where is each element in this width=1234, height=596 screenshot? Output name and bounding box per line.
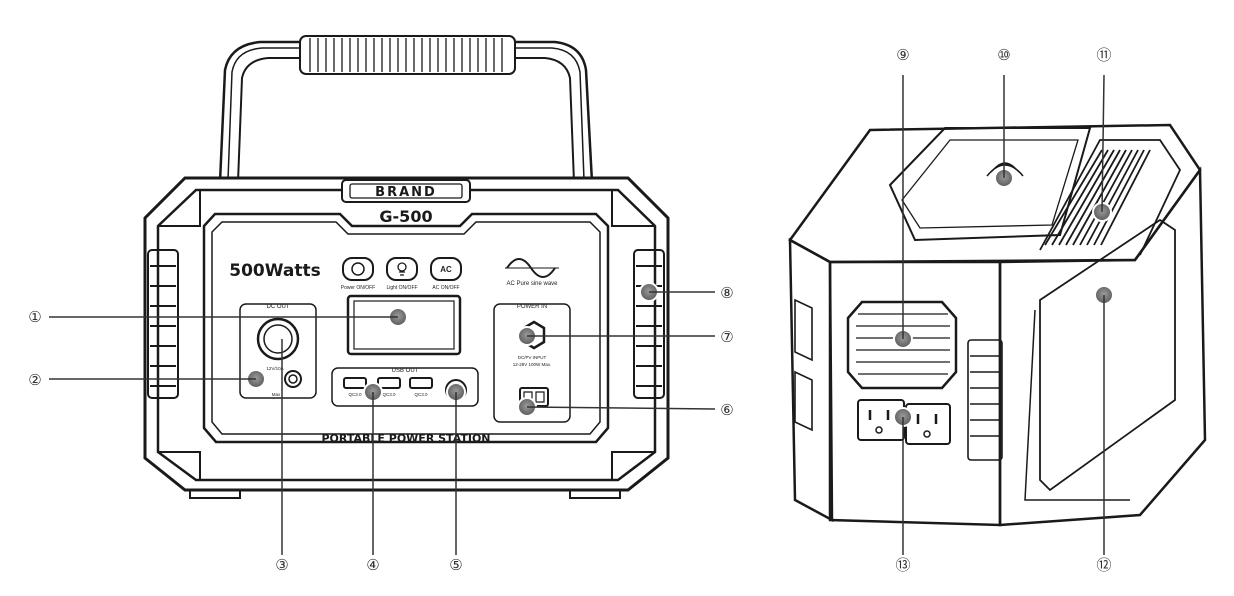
power-icon: [351, 262, 365, 276]
bulb-icon: [397, 262, 407, 272]
ac-button-face: AC: [440, 265, 452, 274]
footer-label: PORTABLE POWER STATION: [321, 432, 490, 445]
wireless-pad: [888, 127, 1092, 242]
callout-1: ①: [28, 308, 41, 326]
power-in-spec-2: 12-28V 100W Max.: [513, 362, 552, 367]
wave-caption: AC Pure sine wave: [506, 281, 558, 287]
callout-4: ④: [366, 556, 379, 574]
right-face: [998, 166, 1207, 527]
button-ac-label: AC ON/OFF: [432, 285, 459, 291]
usb-out-label: USB OUT: [392, 368, 419, 374]
left-vents: [147, 249, 179, 399]
dc-rating: 12V/10A: [266, 366, 283, 371]
dc-max: Max: [272, 392, 281, 397]
usb-port-3[interactable]: [409, 377, 433, 389]
model-label: G-500: [379, 207, 432, 226]
usb-port-1[interactable]: [343, 377, 367, 389]
power-in-spec-1: DC/PV INPUT: [518, 355, 547, 360]
button-light-label: Light ON/OFF: [386, 285, 417, 291]
usb-port-2[interactable]: [377, 377, 401, 389]
callout-7: ⑦: [720, 328, 733, 346]
usb-port-2-label: QC3.0: [382, 392, 396, 397]
angled-right-vents: [967, 339, 1003, 461]
lcd-display: [346, 294, 462, 356]
callout-9: ⑨: [896, 46, 909, 64]
side-vent-grille: [846, 300, 958, 390]
brand-label: BRAND: [375, 185, 437, 200]
wireless-icon: [986, 162, 1024, 177]
usb-port-1-label: QC3.0: [348, 392, 362, 397]
callout-5: ⑤: [449, 556, 462, 574]
callout-11: ⑪: [1096, 46, 1111, 64]
callout-12: ⑫: [1096, 556, 1111, 574]
front-panel: [202, 212, 610, 444]
button-ac[interactable]: [430, 257, 462, 281]
front-text: BRAND G-500 500Watts Power ON/OFF Light …: [229, 185, 558, 445]
dc-out-label: DC OUT: [267, 304, 290, 310]
front-view: [143, 35, 670, 499]
callout-6: ⑥: [720, 401, 733, 419]
button-light[interactable]: [386, 257, 418, 281]
leader-lines: [49, 74, 1105, 555]
button-power-label: Power ON/OFF: [341, 285, 375, 291]
top-face: [788, 123, 1202, 264]
button-power[interactable]: [342, 257, 374, 281]
dc-out-section: [239, 303, 317, 399]
callout-13: ⑬: [895, 556, 910, 574]
callout-10: ⑩: [997, 46, 1010, 64]
usb-out-section: [331, 367, 479, 407]
top-handle: [1039, 139, 1182, 256]
front-outer-shell: [143, 176, 670, 492]
power-in-section: [493, 303, 571, 423]
side-panel-recess: [1039, 218, 1176, 492]
handle-grip: [309, 38, 503, 72]
ac-outlet-right[interactable]: [905, 403, 951, 445]
power-rating: 500Watts: [229, 261, 320, 281]
callout-8: ⑧: [720, 284, 733, 302]
callout-3: ③: [275, 556, 288, 574]
handle: [218, 35, 594, 183]
callout-labels: ① ② ③ ④ ⑤ ⑥ ⑦ ⑧ ⑨ ⑩ ⑪ ⑫ ⑬: [28, 46, 1111, 574]
cigarette-socket[interactable]: [256, 317, 300, 361]
power-in-label: POWER IN: [517, 304, 547, 310]
usb-port-3-label: QC3.0: [414, 392, 428, 397]
callout-2: ②: [28, 371, 41, 389]
dc-port-right[interactable]: [284, 370, 302, 388]
